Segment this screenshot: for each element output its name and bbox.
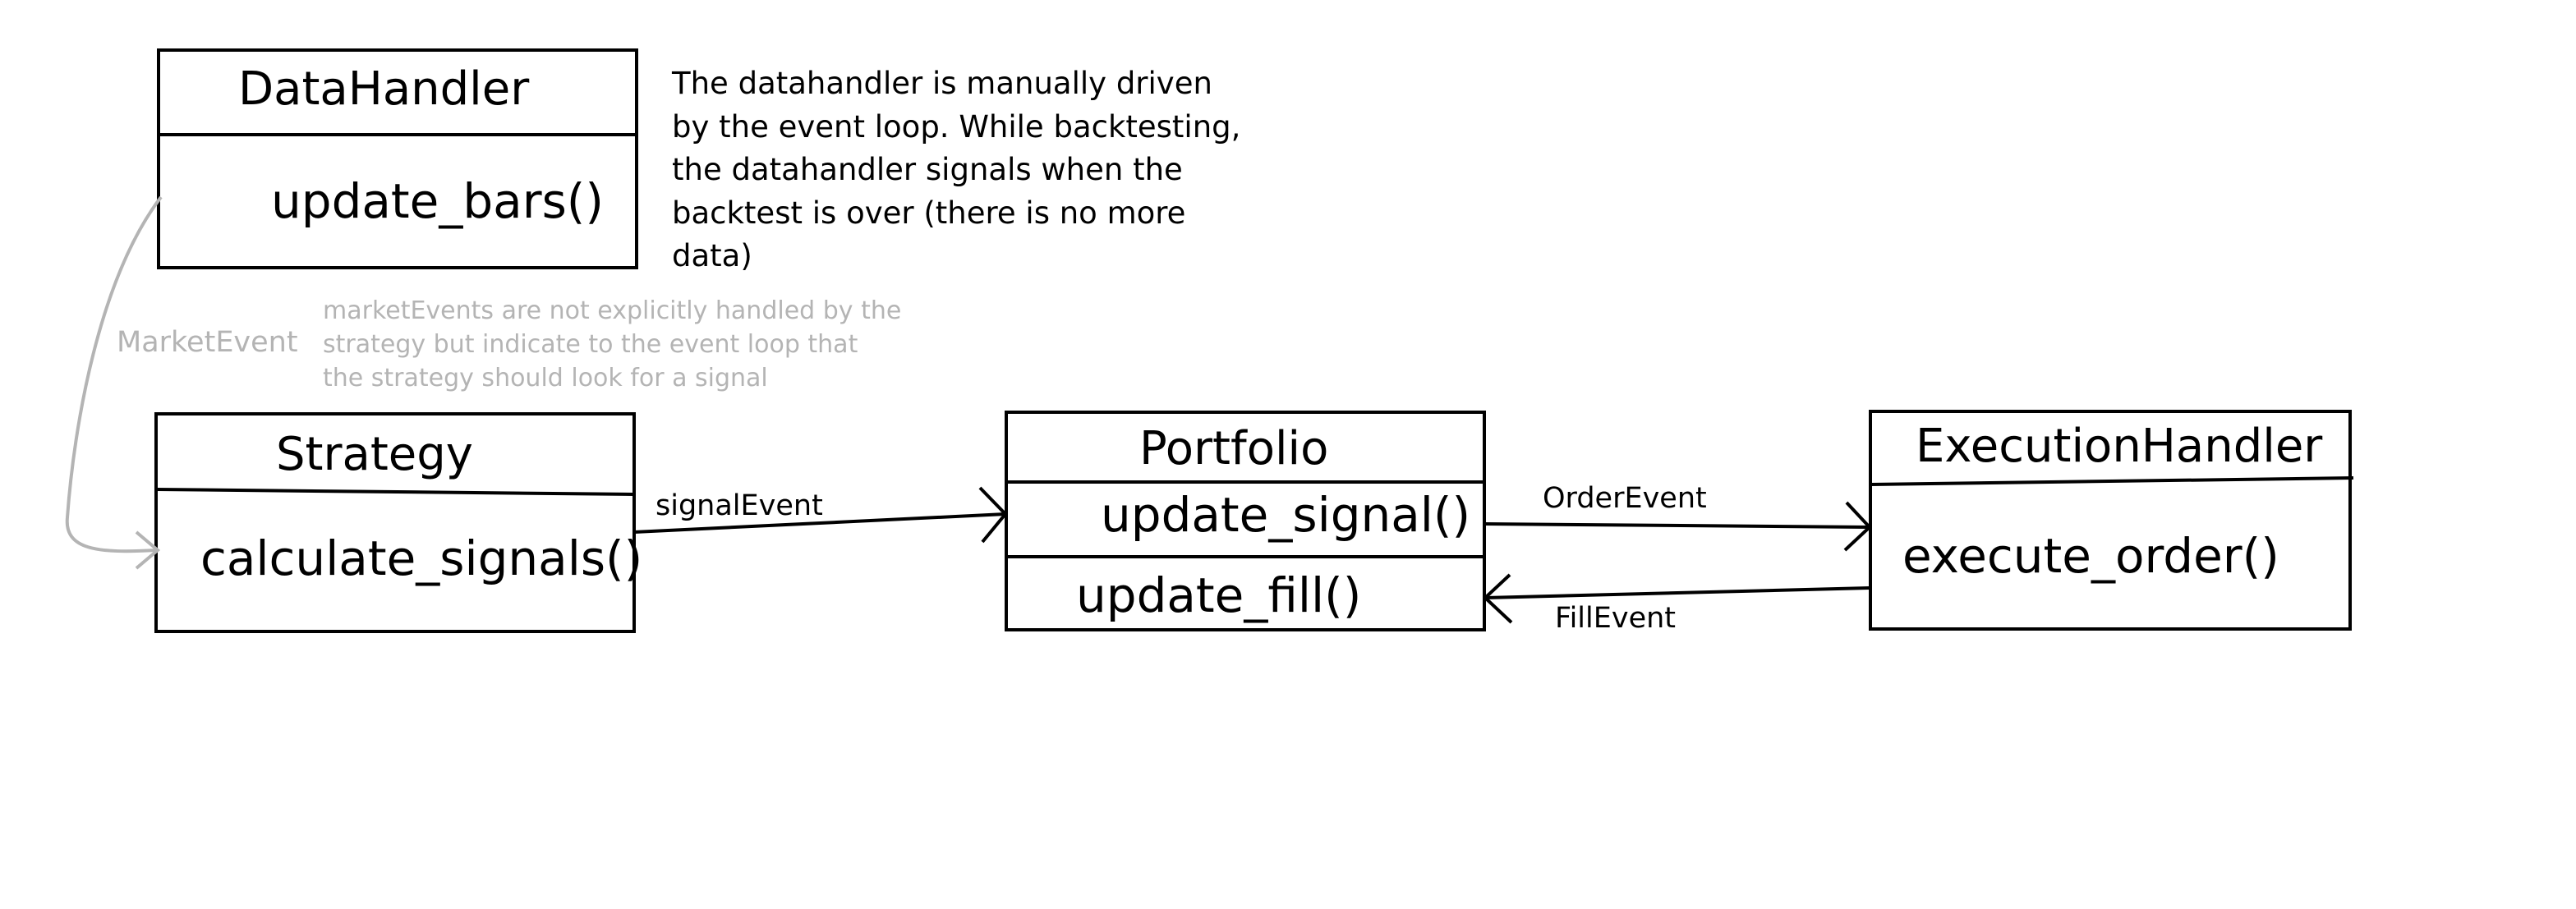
market-event-label: MarketEvent (117, 326, 298, 359)
datahandler-title: DataHandler (238, 62, 530, 116)
market-event-arrow: MarketEvent (65, 195, 298, 570)
order-event-arrow: OrderEvent (1484, 482, 1872, 552)
datahandler-note: The datahandler is manually driven by th… (672, 62, 1263, 278)
fill-event-label: FillEvent (1555, 602, 1676, 635)
fill-event-arrow: FillEvent (1483, 573, 1870, 635)
datahandler-box: DataHandler update_bars() (157, 48, 638, 269)
signal-event-arrow: signalEvent (633, 486, 1008, 544)
order-event-arrowhead (1843, 501, 1872, 552)
signal-event-arrowhead (978, 486, 1008, 544)
order-event-label: OrderEvent (1543, 482, 1707, 515)
strategy-divider (155, 488, 635, 496)
market-event-arrowhead (135, 530, 161, 570)
execution-handler-box: ExecutionHandler execute_order() (1869, 410, 2354, 631)
datahandler-note-line: The datahandler is manually driven (672, 66, 1212, 101)
portfolio-method-update-signal: update_signal() (1101, 487, 1470, 543)
datahandler-note-line: the datahandler signals when the (672, 152, 1183, 188)
market-event-note-line: the strategy should look for a signal (323, 364, 768, 393)
portfolio-box: Portfolio update_signal() update_fill() (1005, 411, 1486, 631)
market-event-connector (65, 195, 163, 553)
fill-event-connector (1484, 586, 1870, 599)
execution-handler-frame (1869, 410, 2352, 631)
fill-event-arrowhead (1483, 573, 1513, 624)
execution-handler-divider (1870, 476, 2354, 486)
portfolio-method-update-fill: update_fill() (1076, 567, 1361, 623)
portfolio-title: Portfolio (1139, 422, 1328, 475)
datahandler-note-line: by the event loop. While backtesting, (672, 108, 1241, 145)
datahandler-frame (157, 48, 638, 269)
datahandler-note-line: backtest is over (there is no more (672, 195, 1186, 231)
execution-handler-title: ExecutionHandler (1916, 420, 2323, 473)
datahandler-note-line: data) (672, 238, 752, 274)
execution-handler-method-execute-order: execute_order() (1902, 528, 2279, 584)
strategy-frame (154, 412, 636, 633)
datahandler-method-update-bars: update_bars() (271, 173, 604, 229)
strategy-box: Strategy calculate_signals() (154, 412, 642, 633)
market-event-note-line: marketEvents are not explicitly handled … (323, 296, 902, 325)
signal-event-label: signalEvent (656, 489, 823, 522)
strategy-title: Strategy (276, 428, 473, 481)
strategy-method-calculate-signals: calculate_signals() (200, 530, 642, 586)
portfolio-frame (1005, 411, 1486, 631)
signal-event-connector (633, 512, 1006, 534)
market-event-note: marketEvents are not explicitly handled … (323, 294, 902, 395)
market-event-note-line: strategy but indicate to the event loop … (323, 330, 858, 360)
order-event-connector (1484, 522, 1870, 529)
